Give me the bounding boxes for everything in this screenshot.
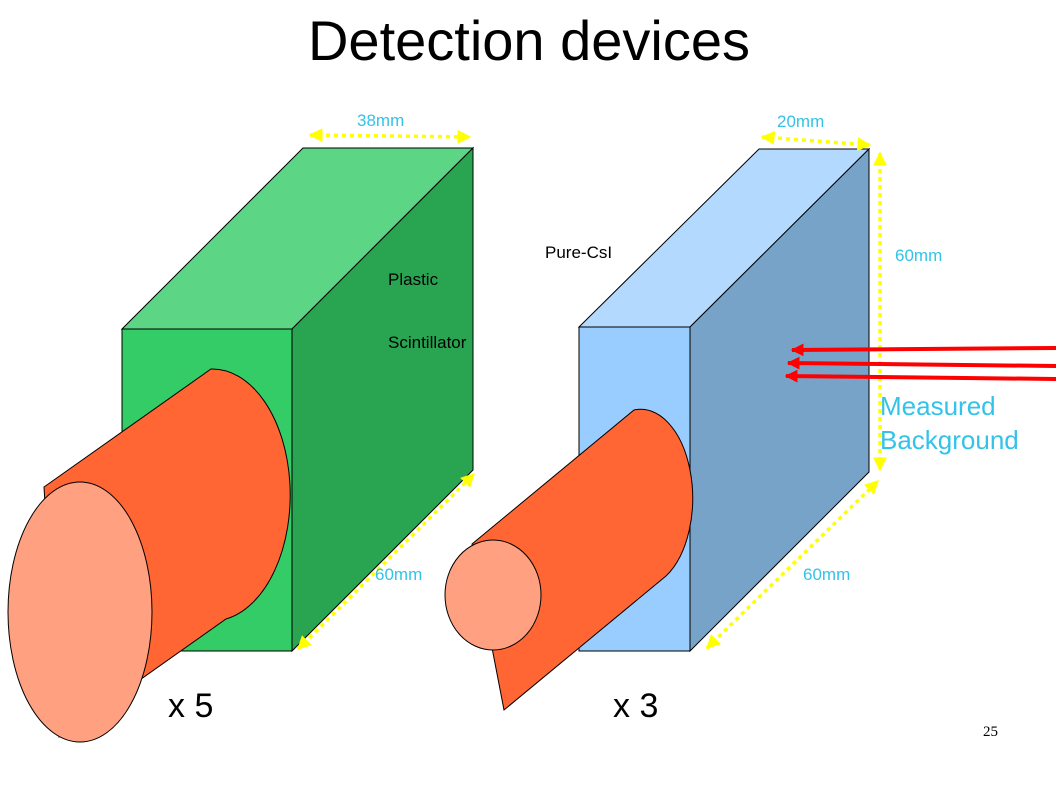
plastic-pmt-cylinder (7, 368, 291, 743)
page-number: 25 (983, 724, 998, 740)
plastic-width-arrow (308, 128, 472, 144)
plastic-label-line1: Plastic (388, 270, 439, 289)
page-title: Detection devices (307, 9, 750, 72)
csi-height-label: 60mm (895, 246, 943, 265)
csi-width-arrow (760, 130, 872, 152)
background-arrow-3 (784, 369, 1057, 383)
plastic-multiplier: x 5 (168, 687, 214, 725)
plastic-scintillator-label: Plastic Scintillator (388, 227, 466, 374)
background-arrow-1 (790, 343, 1057, 357)
background-line1: Measured (880, 391, 996, 421)
csi-pmt-cylinder (444, 408, 694, 711)
background-line2: Background (880, 425, 1019, 455)
plastic-pmt-face (7, 481, 153, 743)
background-arrows (784, 343, 1057, 383)
plastic-label-line2: Scintillator (388, 333, 467, 352)
csi-multiplier: x 3 (613, 687, 659, 725)
background-arrow-2 (786, 356, 1057, 370)
csi-depth-label: 60mm (803, 565, 851, 584)
plastic-depth-arrow (296, 472, 476, 651)
plastic-width-label: 38mm (357, 111, 405, 130)
csi-pmt-body (471, 408, 694, 711)
csi-width-label: 20mm (777, 112, 825, 131)
plastic-depth-label: 60mm (375, 565, 423, 584)
measured-background-label: Measured Background (880, 389, 1019, 457)
csi-pmt-face (444, 539, 542, 651)
csi-label: Pure-CsI (545, 243, 613, 262)
dimension-arrows (296, 128, 887, 651)
